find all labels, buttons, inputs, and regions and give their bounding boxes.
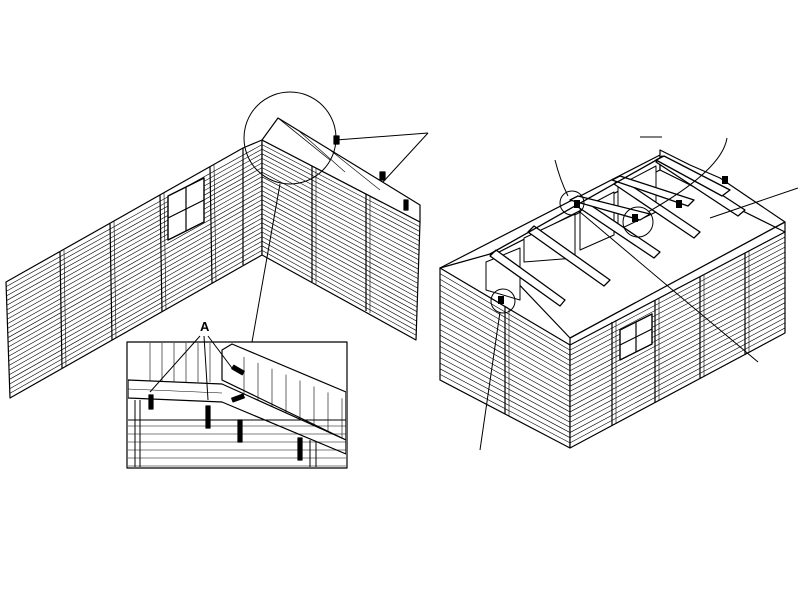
detail-callout-circle <box>490 190 654 314</box>
left-figure <box>5 91 429 399</box>
leader-lines <box>479 136 799 451</box>
front-side-wall <box>569 231 786 449</box>
left-gable-wall <box>261 117 421 341</box>
siding-lines <box>6 144 263 394</box>
detail-callout-circle <box>243 91 429 343</box>
front-gable-wall <box>439 253 571 449</box>
bolt-icon <box>148 364 303 461</box>
detail-inset: A <box>126 319 348 469</box>
window <box>167 177 205 241</box>
siding-lines <box>261 144 420 336</box>
roof-truss <box>489 155 746 307</box>
callout-arrows <box>149 335 233 401</box>
callout-label-a: A <box>200 319 210 334</box>
right-figure <box>439 136 799 451</box>
window <box>619 313 653 361</box>
